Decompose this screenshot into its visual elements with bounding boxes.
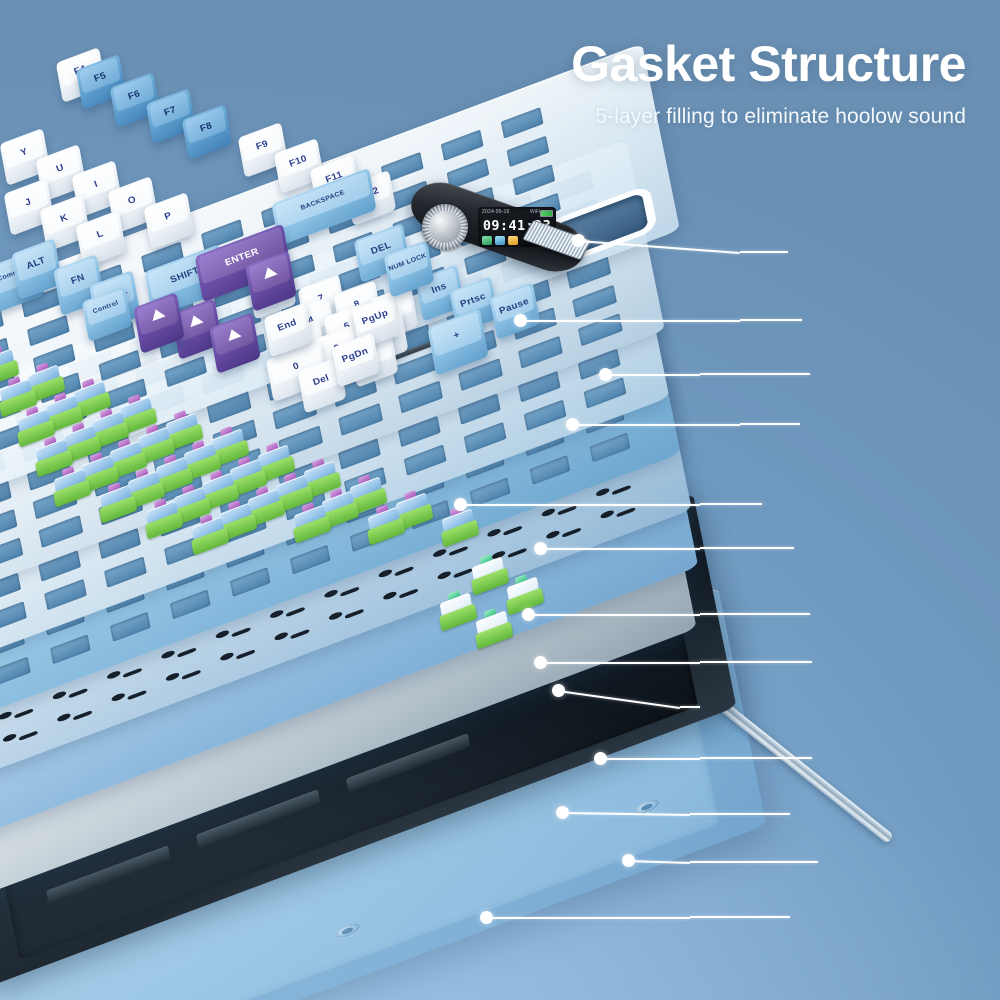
leader-line-segment [460,504,700,506]
leader-line [700,613,810,615]
callout-anchor-dot [480,911,493,924]
callout-anchor-dot [522,608,535,621]
leader-line [690,916,790,918]
battery-icon [540,209,553,217]
leader-line-segment [520,320,740,322]
calendar-icon [482,235,492,245]
leader-line-segment [605,374,700,376]
settings-icon [508,235,518,245]
leader-line [700,661,812,663]
leader-line-segment [540,548,700,550]
leader-line-segment [572,424,740,426]
leader-line [700,373,810,375]
leader-line [740,319,802,321]
header: Gasket Structure 5-layer filling to elim… [326,38,966,129]
callout-anchor-dot [572,234,585,247]
callout-anchor-dot [622,854,635,867]
leader-line [680,706,700,708]
keycap-surface [430,311,483,357]
keycap-surface [14,241,57,282]
page-title: Gasket Structure [571,36,966,92]
leader-line-segment [600,758,700,760]
callout-anchor-dot [454,498,467,511]
callout-anchor-dot [514,314,527,327]
leader-line-segment [528,614,700,616]
callout-anchor-dot [534,542,547,555]
metal-knob-display-module[interactable]: 2024-05-16 WiFi 09:41:23 [402,174,594,288]
leader-line [700,547,794,549]
metal-knob-dial[interactable] [422,204,468,250]
leader-line [740,251,788,253]
page-subtitle: 5-layer filling to eliminate hoolow soun… [595,105,966,128]
leader-line-segment [486,917,690,919]
leader-line-segment [540,662,700,664]
screen-date: 2024-05-16 [482,209,510,215]
wifi-icon: WiFi [530,209,540,215]
leader-line [700,757,812,759]
leader-line [700,503,762,505]
keycap-pause[interactable]: Pause [489,281,541,341]
keycap--[interactable]: + [427,308,489,376]
app-icon [495,235,505,245]
leader-line [740,423,800,425]
callout-anchor-dot [556,806,569,819]
leader-line [690,861,818,863]
leader-line [690,813,790,815]
callout-anchor-dot [566,418,579,431]
callout-anchor-dot [594,752,607,765]
callout-anchor-dot [534,656,547,669]
callout-anchor-dot [552,684,565,697]
callout-anchor-dot [599,368,612,381]
